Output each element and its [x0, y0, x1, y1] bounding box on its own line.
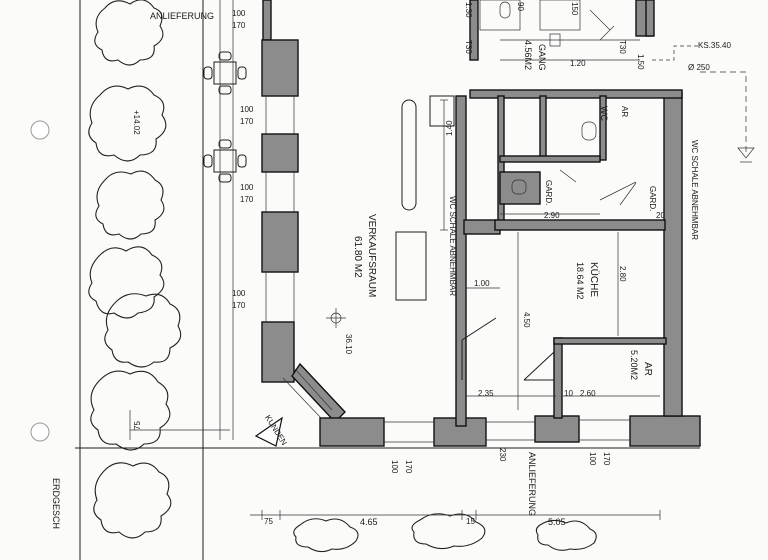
dim-100-bottom-b: 100 — [588, 452, 597, 466]
dim-10: 10 — [564, 389, 573, 398]
dim-20: 20 — [656, 211, 665, 220]
windows — [265, 96, 630, 443]
binder-hole-top — [30, 120, 50, 140]
dim-4-50: 4.50 — [522, 312, 531, 328]
dim-t30-a: T30 — [618, 40, 627, 54]
dim-75-a: 75 — [264, 517, 273, 526]
dim-1-30: 1.30 — [464, 2, 473, 18]
dim-2-80: 2.80 — [618, 266, 627, 282]
room-gang-name: GANG — [537, 44, 547, 71]
room-ar-name: AR — [642, 362, 653, 376]
dim-100-b: 100 — [240, 105, 254, 114]
dim-100-c: 100 — [240, 183, 254, 192]
room-verkaufsraum-area: 61.80 M2 — [352, 236, 363, 278]
label-anlieferung-top: ANLIEFERUNG — [150, 11, 215, 21]
wc-details — [479, 0, 640, 206]
dim-230: 230 — [498, 448, 507, 462]
street-lines — [75, 0, 700, 560]
dim-170-b: 170 — [240, 117, 254, 126]
label-wc-schale-2: WC SCHALE ABNEHMBAR — [690, 140, 699, 241]
dim-170-c: 170 — [240, 195, 254, 204]
dim-14-02: +14.02 — [132, 110, 141, 135]
customer-entry-arrow — [254, 416, 283, 447]
dim-150: 150 — [570, 2, 579, 16]
cafe-tables — [203, 51, 247, 183]
binder-hole-bottom — [30, 422, 50, 442]
room-gang-area: 4.56M2 — [523, 40, 533, 71]
dim-36-10: 36.10 — [344, 334, 353, 355]
dim-1-50: 1.50 — [636, 54, 645, 70]
label-wc-schale-1: WC SCHALE ABNEHMBAR — [448, 196, 457, 297]
dimension-lines — [129, 99, 661, 520]
dim-75-b: 75 — [133, 421, 142, 430]
dim-t30-b: T30 — [464, 40, 473, 54]
dim-170-bottom-a: 170 — [404, 460, 413, 474]
dim-170-bottom-b: 170 — [602, 452, 611, 466]
label-anlieferung-bottom: ANLIEFERUNG — [527, 452, 537, 517]
dim-2-35: 2.35 — [478, 389, 494, 398]
label-ks: KS.35.40 — [698, 41, 731, 50]
label-diameter: Ø 250 — [688, 63, 710, 72]
room-ar-area: 5.20M2 — [629, 350, 639, 381]
room-kueche-area: 18.64 M2 — [575, 262, 585, 300]
shop-fittings — [395, 95, 555, 381]
drain-line — [652, 45, 755, 163]
dim-5-05: 5.05 — [548, 517, 566, 527]
dim-2-60: 2.60 — [580, 389, 596, 398]
room-kueche-name: KÜCHE — [588, 262, 599, 298]
dim-1-40: 1.40 — [445, 120, 454, 136]
dim-2-90: 2.90 — [544, 211, 560, 220]
dim-1-20: 1.20 — [570, 59, 586, 68]
label-garderobe-2: GARD. — [648, 186, 657, 212]
dim-90: 90 — [516, 2, 525, 11]
dim-1-00: 1.00 — [474, 279, 490, 288]
dim-170-a: 170 — [232, 21, 246, 30]
tree-row — [88, 0, 597, 553]
dim-170-d: 170 — [232, 301, 246, 310]
dim-100-a: 100 — [232, 9, 246, 18]
dim-4-65: 4.65 — [360, 517, 378, 527]
dim-100-d: 100 — [232, 289, 246, 298]
label-garderobe-1: GARD. — [544, 180, 553, 206]
room-verkaufsraum-name: VERKAUFSRAUM — [366, 214, 377, 298]
room-wc-name: WC — [599, 106, 609, 121]
exterior-walls — [261, 0, 701, 447]
label-ar-small: AR — [620, 106, 629, 118]
title-erdgeschoss: ERDGESCH — [51, 478, 61, 530]
dim-100-bottom-a: 100 — [390, 460, 399, 474]
dim-15: 15 — [466, 517, 475, 526]
interior-walls — [455, 95, 667, 427]
